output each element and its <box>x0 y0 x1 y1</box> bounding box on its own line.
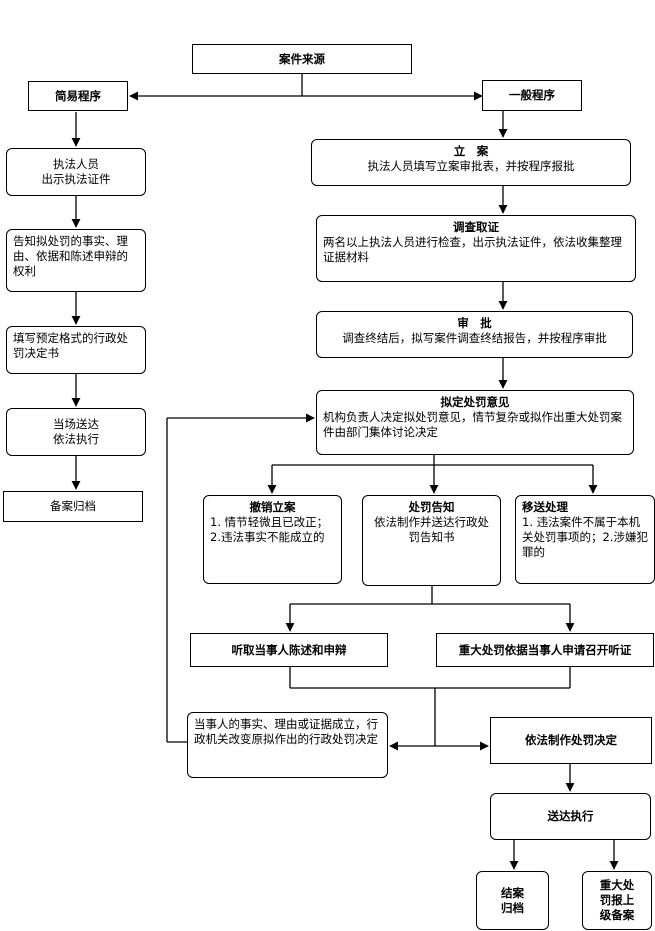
simple-step-archive: 备案归档 <box>3 491 143 522</box>
transfer-desc: 1. 违法案件不属于本机关处罚事项的；2.涉嫌犯罪的 <box>522 515 648 559</box>
close-archive-label: 结案 归档 <box>501 885 524 915</box>
major-hearing-box: 重大处罚依据当事人申请召开听证 <box>436 633 654 667</box>
notice-title-text: 处罚告知 <box>408 500 455 514</box>
opinion-box: 拟定处罚意见 机构负责人决定拟处罚意见，情节复杂或拟作出重大处罚案件由部门集体讨… <box>316 390 634 455</box>
general-procedure-box: 一般程序 <box>482 80 582 111</box>
hear-statement-box: 听取当事人陈述和申辩 <box>190 633 388 667</box>
filing-box: 立 案 执法人员填写立案审批表，并按程序报批 <box>311 139 631 186</box>
simple-procedure-label: 简易程序 <box>55 88 101 103</box>
major-report-box: 重大处 罚报上 级备案 <box>582 871 652 930</box>
simple-step-label: 告知拟处罚的事实、理由、依据和陈述申辩的权利 <box>13 234 128 278</box>
review-desc: 调查终结后，拟写案件调查终结报告，并按程序审批 <box>342 331 607 345</box>
make-decision-box: 依法制作处罚决定 <box>490 717 652 764</box>
transfer-box: 移送处理 1. 违法案件不属于本机关处罚事项的；2.涉嫌犯罪的 <box>515 495 655 584</box>
penalty-notice-box: 处罚告知 依法制作并送达行政处罚告知书 <box>362 495 501 586</box>
simple-step-deliver-execute: 当场送达 依法执行 <box>6 408 146 456</box>
deliver-execute-box: 送达执行 <box>490 793 651 840</box>
filing-title: 立 案 <box>453 144 489 158</box>
revoke-desc: 1. 情节轻微且已改正；2.违法事实不能成立的 <box>210 515 329 544</box>
review-box: 审 批 调查终结后，拟写案件调查终结报告，并按程序审批 <box>316 311 633 358</box>
simple-step-fill-decision: 填写预定格式的行政处罚决定书 <box>6 326 146 374</box>
simple-step-label: 当场送达 依法执行 <box>53 417 99 446</box>
make-decision-label: 依法制作处罚决定 <box>525 733 617 747</box>
opinion-title: 拟定处罚意见 <box>440 395 510 409</box>
major-report-label: 重大处 罚报上 级备案 <box>599 878 635 922</box>
simple-procedure-box: 简易程序 <box>28 81 128 111</box>
revoke-filing-box: 撤销立案 1. 情节轻微且已改正；2.违法事实不能成立的 <box>203 495 342 584</box>
major-hearing-label: 重大处罚依据当事人申请召开听证 <box>458 642 632 657</box>
simple-step-label: 备案归档 <box>50 499 96 513</box>
revoke-title: 撤销立案 <box>249 500 296 514</box>
simple-step-inform-rights: 告知拟处罚的事实、理由、依据和陈述申辩的权利 <box>6 229 146 292</box>
case-source-label: 案件来源 <box>279 51 325 66</box>
notice-desc: 依法制作并送达行政处罚告知书 <box>374 515 489 544</box>
case-source-box: 案件来源 <box>192 44 412 74</box>
investigate-title: 调查取证 <box>453 220 499 234</box>
investigate-box: 调查取证 两名以上执法人员进行检查，出示执法证件，依法收集整理证据材料 <box>316 215 636 282</box>
close-archive-box: 结案 归档 <box>476 871 549 930</box>
transfer-title: 移送处理 <box>522 500 568 514</box>
hear-statement-label: 听取当事人陈述和申辩 <box>231 642 347 657</box>
general-procedure-label: 一般程序 <box>509 88 555 102</box>
simple-step-show-credentials: 执法人员 出示执法证件 <box>6 148 146 196</box>
simple-step-label: 执法人员 出示执法证件 <box>41 157 111 186</box>
simple-step-label: 填写预定格式的行政处罚决定书 <box>13 331 128 360</box>
filing-desc: 执法人员填写立案审批表，并按程序报批 <box>367 159 575 173</box>
review-title: 审 批 <box>457 316 492 330</box>
change-decision-box: 当事人的事实、理由或证据成立，行政机关改变原拟作出的行政处罚决定 <box>187 712 388 778</box>
deliver-execute-label: 送达执行 <box>547 809 594 823</box>
opinion-desc: 机构负责人决定拟处罚意见，情节复杂或拟作出重大处罚案件由部门集体讨论决定 <box>323 410 622 439</box>
investigate-desc: 两名以上执法人员进行检查，出示执法证件，依法收集整理证据材料 <box>323 235 622 264</box>
change-decision-label: 当事人的事实、理由或证据成立，行政机关改变原拟作出的行政处罚决定 <box>194 717 378 746</box>
